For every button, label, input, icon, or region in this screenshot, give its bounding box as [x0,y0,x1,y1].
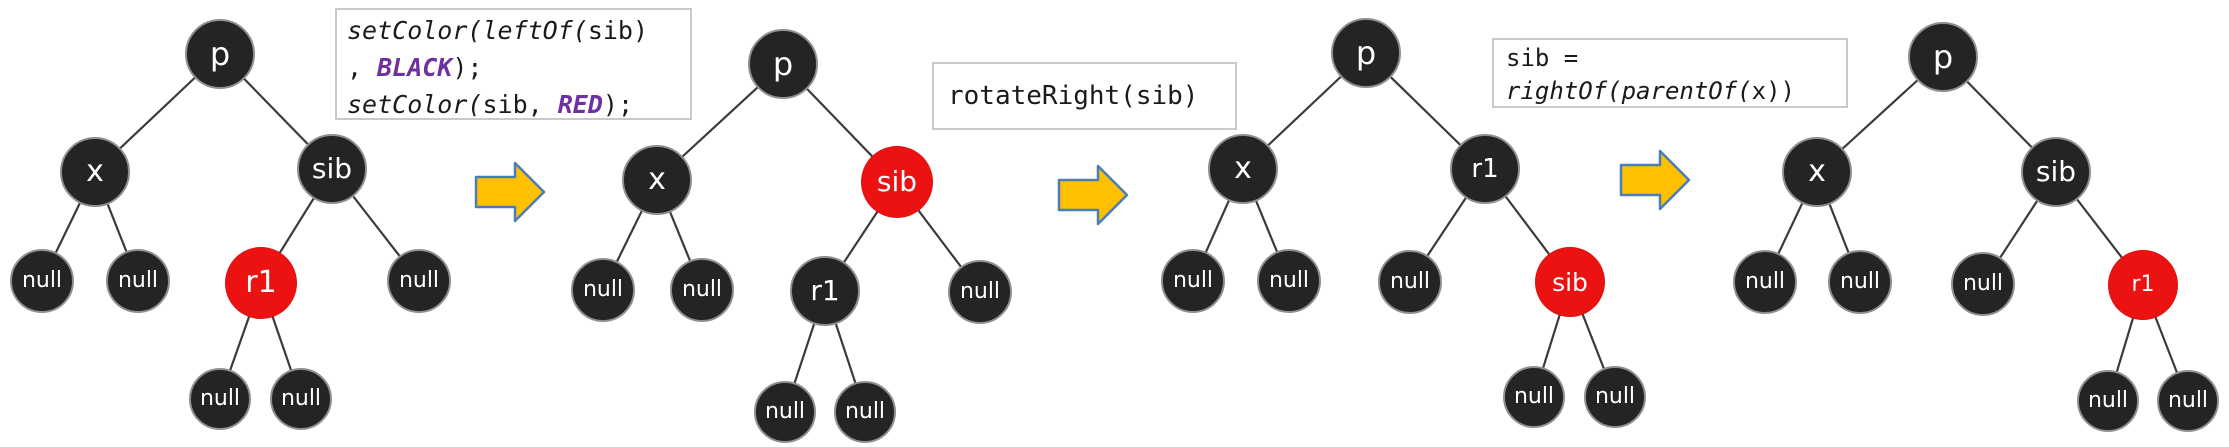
code-line: setColor(leftOf(sib) [347,12,680,49]
step-arrow-icon [1057,163,1129,231]
tree-1-node-null-6: null [387,249,451,313]
tree-3-node-null-3: null [1161,249,1225,313]
code-line: , BLACK); [347,49,680,86]
code-text: rotateRight(sib) [948,81,1199,111]
code-text: ); [602,90,633,119]
tree-4-node-x-1: x [1782,137,1852,207]
code-text: sib, [482,90,558,119]
tree-4-node-null-4: null [1828,250,1892,314]
code-annotation-sib-assign: sib = rightOf(parentOf(x)) [1492,38,1848,108]
code-annotation-setcolor: setColor(leftOf(sib), BLACK);setColor(si… [335,8,692,120]
code-keyword: RED [557,90,603,119]
code-text: sib) [587,16,649,45]
code-text: setColor( [347,90,483,119]
tree-3-node-sib-6: sib [1535,247,1605,317]
tree-1-node-null-7: null [189,368,251,430]
code-text: ); [452,53,483,82]
tree-3-node-x-1: x [1208,134,1278,204]
code-text: rightOf(parentOf( [1506,77,1752,105]
tree-4-node-p-0: p [1908,22,1978,92]
code-annotation-rotateright: rotateRight(sib) [932,62,1237,130]
tree-4-node-r1-6: r1 [2108,250,2178,320]
tree-2-node-p-0: p [748,29,818,99]
code-line: sib = [1506,42,1834,75]
tree-4-node-null-8: null [2157,370,2219,432]
tree-3-node-r1-2: r1 [1450,134,1520,204]
tree-2-node-null-4: null [670,258,734,322]
step-arrow-icon [474,160,546,228]
tree-2-node-null-7: null [754,381,816,443]
tree-3-node-p-0: p [1331,18,1401,88]
tree-1-node-null-3: null [10,249,74,313]
code-text: setColor(leftOf( [347,16,588,45]
tree-1-node-r1-5: r1 [225,247,297,319]
tree-1-node-null-8: null [270,368,332,430]
tree-4-node-null-3: null [1733,250,1797,314]
tree-1-node-x-1: x [60,137,130,207]
tree-4-node-sib-2: sib [2021,137,2091,207]
tree-3-node-null-5: null [1378,250,1442,314]
tree-2-node-x-1: x [622,145,692,215]
tree-1-node-sib-2: sib [297,134,367,204]
code-text: x)) [1751,77,1795,105]
tree-3-node-null-4: null [1257,249,1321,313]
code-line: rightOf(parentOf(x)) [1506,75,1834,108]
tree-4-node-null-7: null [2077,370,2139,432]
code-text: , [347,53,378,82]
tree-1-node-null-4: null [106,249,170,313]
code-line: rotateRight(sib) [948,81,1198,111]
tree-2-node-sib-2: sib [861,146,933,218]
tree-2-node-null-3: null [571,258,635,322]
tree-2-node-r1-5: r1 [790,256,860,326]
tree-4-node-null-5: null [1951,252,2015,316]
code-keyword: BLACK [377,53,453,82]
code-text: sib = [1506,44,1579,72]
step-arrow-icon [1619,148,1691,216]
tree-3-node-null-8: null [1584,366,1646,428]
tree-2-node-null-8: null [834,381,896,443]
tree-2-node-null-6: null [948,260,1012,324]
code-line: setColor(sib, RED); [347,86,680,123]
tree-3-node-null-7: null [1503,366,1565,428]
tree-1-node-p-0: p [185,19,255,89]
